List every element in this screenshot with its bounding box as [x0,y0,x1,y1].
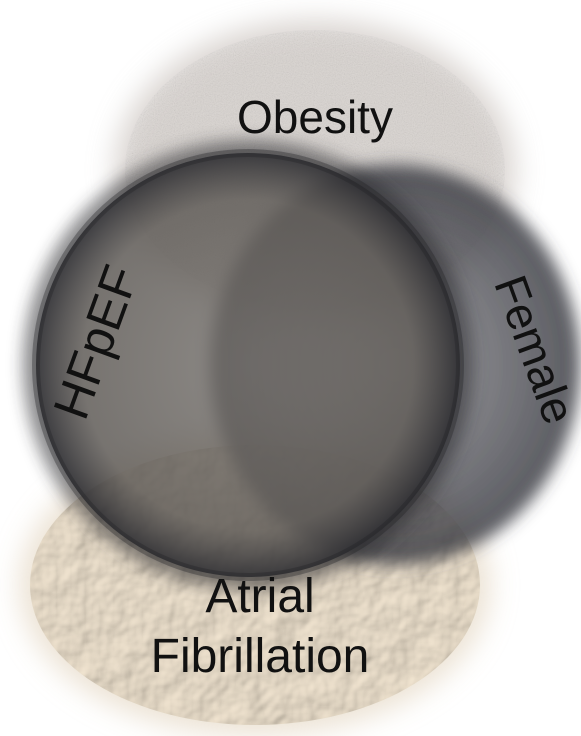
obesity-label: Obesity [237,91,393,143]
atrial-label-line2: Fibrillation [151,630,370,683]
atrial-label-line1: Atrial [205,570,314,623]
